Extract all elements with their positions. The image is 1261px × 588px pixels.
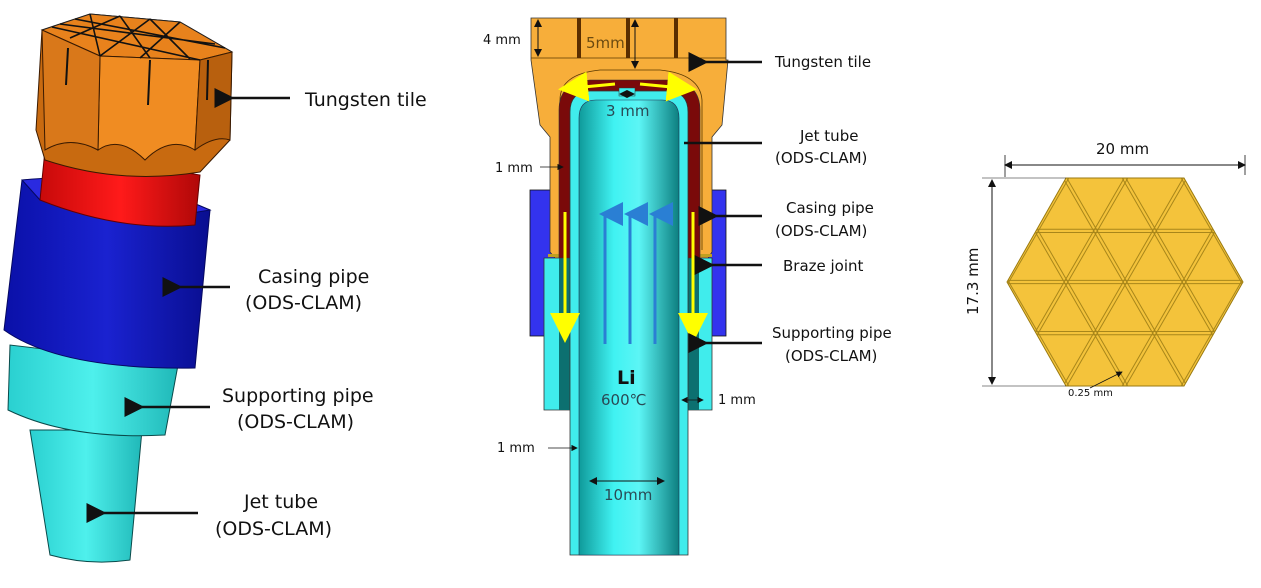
tungsten-tile-3d [35, 13, 234, 177]
yellow-arrow-top-right [639, 71, 697, 102]
gap-marker [618, 87, 636, 97]
groove-line [1008, 178, 1243, 386]
groove-line [1011, 178, 1243, 386]
groove-line [1007, 178, 1239, 386]
dim-hex-height-label: 17.3 mm [964, 248, 982, 315]
groove-line [1007, 178, 1183, 386]
groove-line [1007, 178, 1243, 386]
left-3d-model [3, 13, 234, 563]
groove-line [1007, 178, 1062, 386]
hexagon-groove-grid [1007, 178, 1243, 386]
label-braze-joint-mid: Braze joint [783, 257, 864, 275]
dim-groove-label: 0.25 mm [1068, 388, 1113, 399]
groove-line [1007, 178, 1239, 386]
groove-line [1007, 178, 1242, 386]
middle-cross-section: Li 600℃ 4 mm 5mm 3 mm 1 mm 1 mm 1 mm 10m… [483, 17, 756, 556]
dim-wall-bottom-label: 1 mm [497, 441, 535, 456]
middle-labels: Tungsten tile Jet tube (ODS-CLAM) Casing… [684, 52, 892, 365]
groove-line [1007, 178, 1243, 386]
groove-line [1008, 178, 1243, 386]
dim-inner-diameter-label: 10mm [604, 486, 652, 504]
left-labels: Tungsten tile Casing pipe (ODS-CLAM) Sup… [86, 88, 427, 540]
label-casing-material-mid: (ODS-CLAM) [775, 222, 867, 240]
label-casing-pipe-left: Casing pipe [258, 266, 369, 288]
fluid-name: Li [617, 367, 636, 389]
label-jet-material-left: (ODS-CLAM) [215, 518, 332, 540]
groove-line [1007, 178, 1183, 386]
label-supporting-material-mid: (ODS-CLAM) [785, 347, 877, 365]
dim-gap-label: 3 mm [606, 102, 650, 120]
yellow-arrow-top-left [558, 71, 616, 102]
label-supporting-pipe-left: Supporting pipe [222, 385, 374, 407]
label-casing-material-left: (ODS-CLAM) [245, 292, 362, 314]
dim-hex-width-label: 20 mm [1096, 140, 1149, 158]
dim-tile-height-label: 4 mm [483, 33, 521, 48]
label-supporting-material-left: (ODS-CLAM) [237, 411, 354, 433]
label-tungsten-tile-mid: Tungsten tile [774, 53, 871, 71]
label-casing-pipe-mid: Casing pipe [786, 199, 874, 217]
right-hexagon-tile: 20 mm 17.3 mm 0.25 mm [964, 140, 1246, 399]
groove-line [1007, 178, 1243, 386]
dim-wall-right-label: 1 mm [718, 393, 756, 408]
groove-line [1007, 178, 1242, 386]
groove-line [1007, 178, 1243, 386]
fluid-temperature: 600℃ [601, 391, 646, 409]
dim-groove-arrow [1089, 371, 1123, 389]
label-tungsten-tile-left: Tungsten tile [304, 89, 427, 111]
label-jet-material-mid: (ODS-CLAM) [775, 149, 867, 167]
dim-tile-thickness-label: 5mm [586, 34, 625, 52]
dim-wall-left-label: 1 mm [495, 161, 533, 176]
groove-line [1067, 178, 1243, 386]
jet-tube-3d [29, 429, 143, 563]
groove-line [1011, 178, 1243, 386]
label-supporting-pipe-mid: Supporting pipe [772, 324, 892, 342]
hexagon-face [1006, 177, 1244, 387]
label-jet-tube-left: Jet tube [243, 491, 318, 513]
label-jet-tube-mid: Jet tube [799, 127, 858, 145]
groove-line [1007, 178, 1065, 386]
groove-line [1007, 178, 1062, 386]
groove-line [1067, 178, 1243, 386]
